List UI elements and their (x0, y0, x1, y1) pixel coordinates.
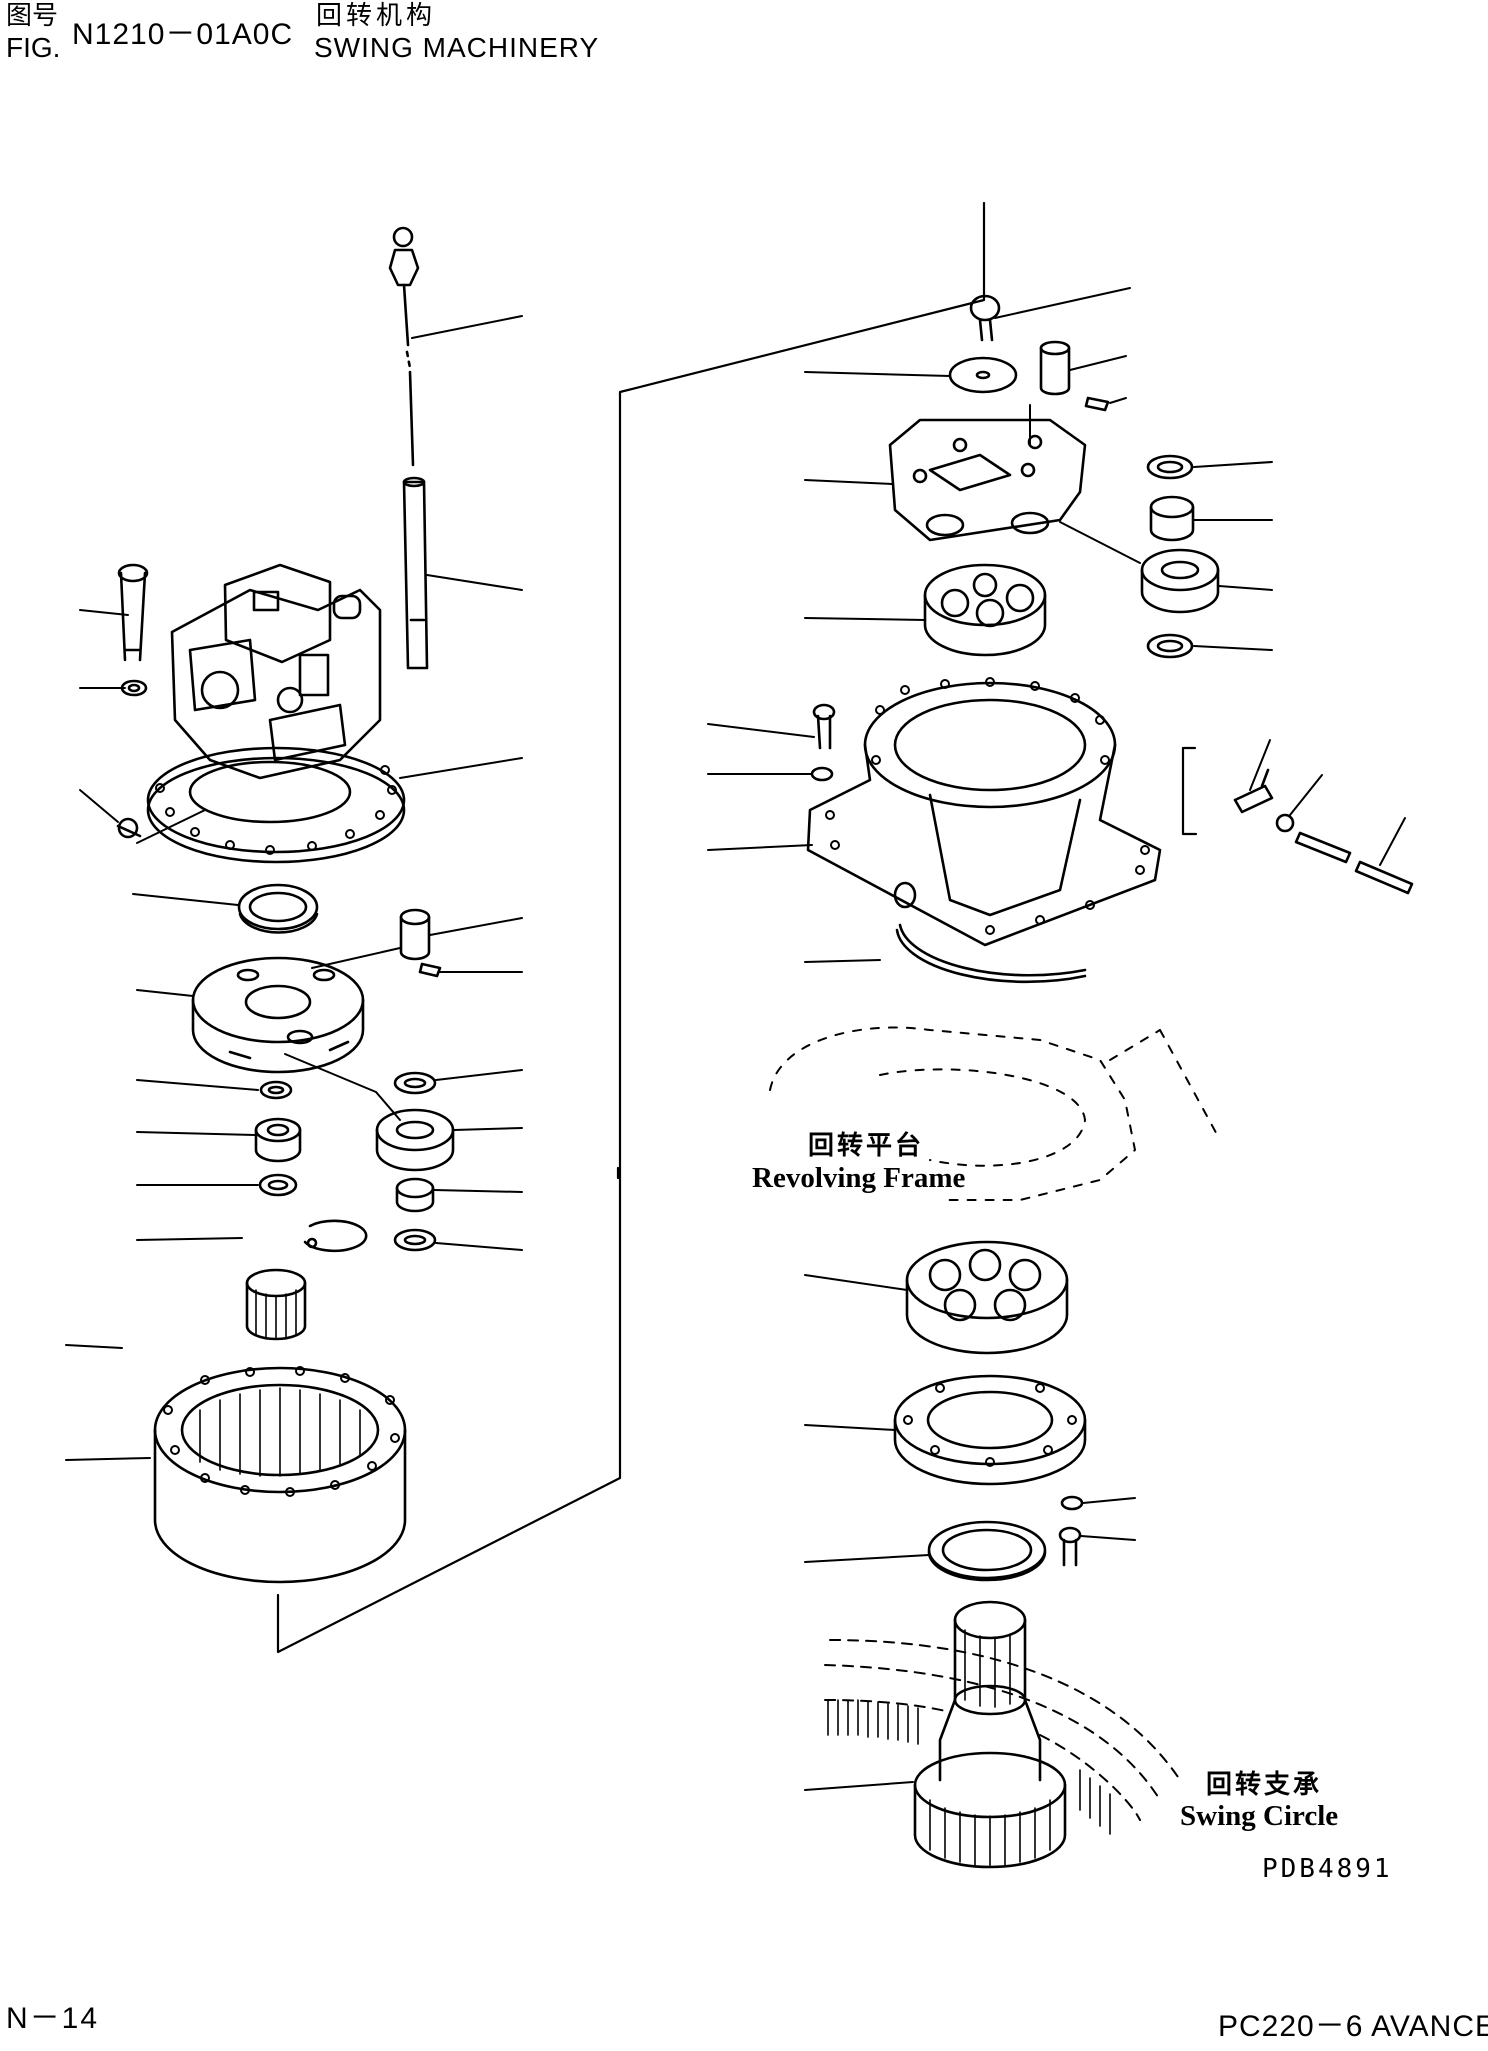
planet-carrier-housing (888, 418, 1087, 542)
swing-circle-outline (824, 1639, 1181, 1821)
needle-bearing (245, 1268, 307, 1341)
swing-circle-label-cn: 回转支承 (1206, 1770, 1323, 1799)
page-number: N－14 (6, 2002, 100, 2035)
cover-plate (948, 356, 1018, 394)
swing-pinion-shaft (913, 1600, 1067, 1869)
motor-mount-bolt (117, 563, 149, 662)
title-en: SWING MACHINERY (314, 32, 600, 63)
leader-lines-right (707, 287, 1406, 1791)
revolving-frame-outline (769, 1026, 1221, 1201)
drain-plug (116, 817, 142, 839)
retainer-washer (1060, 1495, 1084, 1511)
planet-gear-c (1140, 548, 1220, 614)
level-gauge (969, 294, 1001, 342)
thrust-washer-b (258, 1173, 298, 1197)
swing-motor (170, 563, 382, 780)
drawing-number: PDB4891 (1262, 1854, 1393, 1884)
ring-gear (153, 1366, 407, 1584)
breather-elbow (1233, 768, 1274, 814)
housing-bolt (812, 703, 836, 750)
spring-pin (418, 962, 442, 978)
retainer-bolt (1058, 1526, 1082, 1567)
thrust-washer-d (393, 1228, 437, 1252)
needle-bearing-small (1149, 495, 1195, 542)
carrier-pin (399, 908, 431, 961)
main-bearing (905, 1240, 1069, 1355)
dowel-pin (1039, 340, 1071, 396)
o-ring (895, 923, 1087, 984)
figure-number: N1210－01A0C (72, 18, 294, 51)
washer-f (1146, 633, 1194, 659)
swing-circle-label: Swing Circle (1180, 1800, 1339, 1832)
thrust-washer-a (259, 1080, 293, 1100)
thrust-washer-c (393, 1071, 437, 1095)
breather-cap (1275, 813, 1295, 833)
swing-circle-teeth (827, 1699, 1111, 1835)
swing-machinery-case (806, 677, 1162, 947)
carrier-plate (191, 956, 365, 1074)
bearing-retainer (893, 1374, 1087, 1486)
group-connector-lines (276, 201, 1198, 1654)
washer-e (1146, 454, 1194, 480)
figure-label: FIG. (6, 32, 61, 63)
swing-motor-dipstick (388, 226, 420, 467)
figure-label-cn: 图号 (6, 0, 59, 30)
model-name: PC220－6 AVANCE (1218, 2010, 1488, 2043)
snap-ring (303, 1219, 368, 1253)
leader-lines-left (65, 315, 523, 1461)
sun-gear-bearing (923, 563, 1047, 657)
revolving-frame-label: Revolving Frame (752, 1162, 966, 1194)
level-pipe (1294, 831, 1414, 895)
dipstick-tube (402, 476, 429, 670)
planet-needle-bearing (395, 1177, 435, 1213)
pinion-oil-seal (927, 1520, 1047, 1582)
oil-seal (237, 883, 319, 934)
planet-gear-bearing-a (254, 1117, 302, 1163)
title-cn: 回转机构 (316, 0, 437, 30)
planet-gear-bearing-b (375, 1108, 455, 1172)
revolving-frame-label-cn: 回转平台 (808, 1131, 925, 1160)
housing-washer (810, 766, 834, 782)
motor-flange (146, 746, 406, 864)
small-spring-pin (1084, 396, 1110, 412)
